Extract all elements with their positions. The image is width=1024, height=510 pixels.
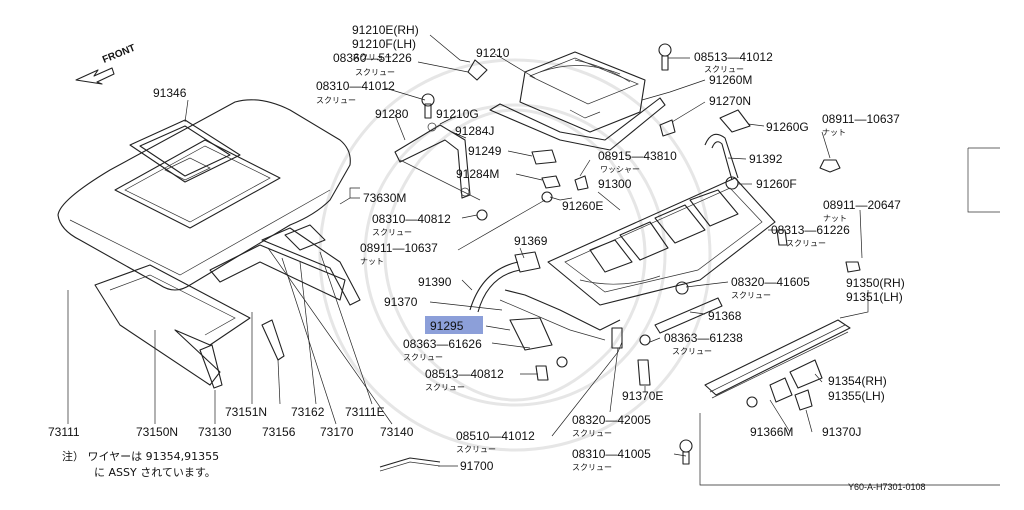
wire-cable [379, 457, 441, 472]
sublabel-screw: スクリュー [425, 383, 465, 392]
part-label[interactable]: 91210 [476, 46, 510, 60]
sublabel-nut: ナット [360, 257, 384, 266]
diagram-code: Y60-A-H7301-0108 [848, 482, 926, 492]
part-label[interactable]: 08911—10637 [360, 241, 438, 255]
sublabel-nut: ナット [822, 128, 846, 137]
part-label[interactable]: 91700 [460, 459, 494, 473]
edge-artifact [967, 147, 1000, 213]
side-guide-rails [704, 319, 851, 411]
sublabel-screw: スクリュー [572, 463, 612, 472]
part-label[interactable]: 08360—51226 [333, 51, 412, 65]
sublabel-screw: スクリュー [355, 68, 395, 77]
note-line-2: に ASSY されています。 [94, 466, 216, 479]
part-label[interactable]: 91260E [562, 199, 603, 213]
deflector-arms [394, 122, 481, 201]
part-label[interactable]: 08313—61226 [771, 223, 850, 237]
drain-hose-front [469, 251, 541, 313]
sublabel-screw: スクリュー [456, 445, 496, 454]
sublabel-screw: スクリュー [403, 353, 443, 362]
sublabel-screw: スクリュー [704, 65, 744, 74]
part-label[interactable]: 91260F [756, 177, 797, 191]
highlight-box-91295 [425, 316, 483, 334]
part-label[interactable]: 08911—10637 [822, 112, 900, 126]
part-label[interactable]: 73630M [363, 191, 406, 205]
highlight-label[interactable]: 91295 [430, 319, 464, 333]
part-labels: 91346 91210E(RH) 91210F(LH) 08360—51226 … [48, 23, 905, 473]
part-label[interactable]: 73151N [225, 405, 267, 419]
glass-panel [519, 51, 646, 133]
part-label[interactable]: 91346 [153, 86, 187, 100]
front-direction-arrow: FRONT [75, 43, 137, 85]
part-label[interactable]: 91351(LH) [846, 290, 903, 304]
watermark-emblem [318, 58, 712, 452]
part-label[interactable]: 08513—41012 [694, 50, 773, 64]
drive-cable-assembly [499, 289, 651, 386]
part-label[interactable]: 08310—41005 [572, 447, 651, 461]
part-label[interactable]: 91210F(LH) [352, 37, 416, 51]
part-label[interactable]: 91392 [749, 152, 783, 166]
part-label[interactable]: 73111E [345, 405, 385, 419]
part-label[interactable]: 08310—41012 [316, 79, 395, 93]
part-label[interactable]: 73156 [262, 425, 296, 439]
sublabel-screw: スクリュー [672, 347, 712, 356]
drain-hose [704, 133, 739, 181]
part-label[interactable]: 91354(RH) [828, 374, 887, 388]
part-sublabels: スクリュー スクリュー スクリュー ナット ワッシャー スクリュー ナット ナッ… [316, 53, 847, 472]
part-label[interactable]: 73162 [291, 405, 325, 419]
sublabel-screw: スクリュー [731, 291, 771, 300]
sublabel-washer: ワッシャー [600, 165, 640, 174]
part-label[interactable]: 91280 [375, 107, 409, 121]
part-label[interactable]: 08320—41605 [731, 275, 810, 289]
part-label[interactable]: 91284J [455, 124, 494, 138]
part-label[interactable]: 73111 [48, 425, 80, 439]
part-label[interactable]: 08320—42005 [572, 413, 651, 427]
part-label[interactable]: 08363—61238 [664, 331, 743, 345]
sublabel-screw: スクリュー [352, 53, 392, 62]
part-label[interactable]: 91390 [418, 275, 452, 289]
roof-rails [94, 224, 361, 389]
part-label[interactable]: 91368 [708, 309, 742, 323]
part-label[interactable]: 91370J [822, 425, 861, 439]
note-line-1: 注） ワイヤーは 91354,91355 [62, 449, 219, 463]
part-label[interactable]: 73150N [136, 425, 178, 439]
sublabel-screw: スクリュー [786, 239, 826, 248]
sublabel-screw: スクリュー [316, 96, 356, 105]
sublabel-screw: スクリュー [572, 429, 612, 438]
roof-panel [57, 99, 351, 291]
mount-bracket [654, 281, 723, 334]
part-label[interactable]: 08310—40812 [372, 212, 451, 226]
part-label[interactable]: 91370E [622, 389, 663, 403]
part-label[interactable]: 91355(LH) [828, 389, 885, 403]
part-label[interactable]: 08363—61626 [403, 337, 482, 351]
glass-rails [467, 59, 666, 151]
part-label[interactable]: 91260M [709, 73, 752, 87]
part-label[interactable]: 08510—41012 [456, 429, 535, 443]
small-parts [421, 43, 861, 273]
part-label[interactable]: 91369 [514, 234, 548, 248]
part-label[interactable]: 91284M [456, 167, 499, 181]
part-label[interactable]: 08513—40812 [425, 367, 504, 381]
part-label[interactable]: 73170 [320, 425, 354, 439]
leader-lines [67, 34, 1000, 486]
frame-seal [129, 119, 241, 183]
front-label: FRONT [101, 43, 137, 66]
sunroof-housing [547, 177, 776, 306]
part-label[interactable]: 91350(RH) [846, 276, 905, 290]
sublabel-screw: スクリュー [372, 228, 412, 237]
bottom-screws [679, 439, 693, 465]
part-label[interactable]: 91249 [468, 144, 502, 158]
part-label[interactable]: 91270N [709, 94, 751, 108]
sublabel-nut: ナット [823, 214, 847, 223]
part-label[interactable]: 91210G [436, 107, 479, 121]
part-label[interactable]: 91370 [384, 295, 418, 309]
part-label[interactable]: 73140 [380, 425, 414, 439]
part-label[interactable]: 91300 [598, 177, 632, 191]
part-label[interactable]: 91210E(RH) [352, 23, 419, 37]
part-label[interactable]: 91366M [750, 425, 793, 439]
part-label[interactable]: 73130 [198, 425, 232, 439]
part-label[interactable]: 08911—20647 [823, 198, 901, 212]
part-label[interactable]: 91260G [766, 120, 809, 134]
part-label[interactable]: 08915—43810 [598, 149, 677, 163]
